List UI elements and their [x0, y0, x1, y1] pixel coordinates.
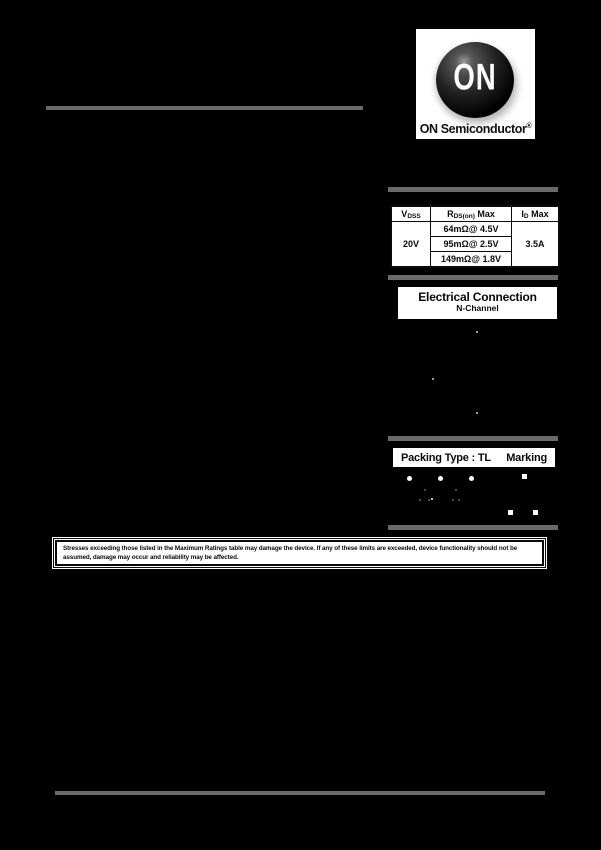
rdson-value-cell: 95mΩ@ 2.5V [430, 236, 512, 252]
marking-pad-square [508, 510, 513, 515]
on-logo-mark: ON [453, 57, 497, 99]
on-logo-sphere-icon: ON [436, 42, 514, 118]
reel-sprocket-dot [438, 476, 443, 481]
package-outline-speck [431, 498, 433, 500]
reel-sprocket-dot [407, 476, 412, 481]
package-outline-speck [458, 499, 460, 501]
table-row: 149mΩ@ 1.8V [391, 251, 559, 268]
header-id-max: ID Max [511, 205, 560, 222]
electrical-connection-title: Electrical Connection [418, 290, 537, 304]
package-outline-speck [424, 489, 426, 491]
marking-pad-square [533, 510, 538, 515]
table-row: 95mΩ@ 2.5V [391, 236, 559, 252]
channel-type-label: N-Channel [456, 303, 499, 313]
rdson-value-cell: 64mΩ@ 4.5V [430, 221, 512, 237]
electrical-connection-header: Electrical Connection N-Channel [398, 287, 557, 319]
table-row: 20V 64mΩ@ 4.5V 3.5A [390, 221, 560, 268]
mosfet-terminal-dot-drain [476, 331, 478, 333]
package-outline-speck [455, 489, 457, 491]
packing-marking-header: Packing Type : TL Marking [393, 448, 555, 467]
marking-label: Marking [506, 451, 547, 464]
reel-sprocket-dot [469, 476, 474, 481]
brand-name: ON Semiconductor® [419, 122, 532, 136]
mosfet-terminal-dot-source [476, 412, 478, 414]
id-max-value-cell: 3.5A [511, 221, 560, 268]
packing-type-label: Packing Type : TL [401, 451, 491, 464]
section-bar-end [388, 525, 558, 530]
marking-pad-square [522, 474, 527, 479]
section-bar-packing [388, 436, 558, 441]
on-semiconductor-logo: ON ON Semiconductor® [416, 29, 535, 139]
section-bar-ratings [388, 187, 558, 192]
warning-text: Stresses exceeding those listed in the M… [53, 538, 546, 568]
ratings-summary-table: VDSS RDS(on) Max ID Max 20V 64mΩ@ 4.5V 3… [390, 205, 560, 268]
table-header-row: VDSS RDS(on) Max ID Max [390, 205, 560, 222]
registered-trademark-symbol: ® [526, 122, 532, 130]
header-vdss: VDSS [390, 205, 431, 222]
section-bar-electrical [388, 275, 558, 280]
package-outline-speck [419, 499, 421, 501]
mosfet-terminal-dot-gate [432, 378, 434, 380]
top-divider-rule [46, 106, 363, 110]
maximum-ratings-warning-box: Stresses exceeding those listed in the M… [52, 537, 547, 569]
vdss-value-cell: 20V [390, 221, 431, 268]
bottom-divider-rule [55, 791, 545, 795]
rdson-value-cell: 149mΩ@ 1.8V [430, 251, 512, 268]
header-rdson-max: RDS(on) Max [430, 205, 512, 222]
package-outline-speck [428, 499, 430, 501]
package-outline-speck [452, 499, 454, 501]
